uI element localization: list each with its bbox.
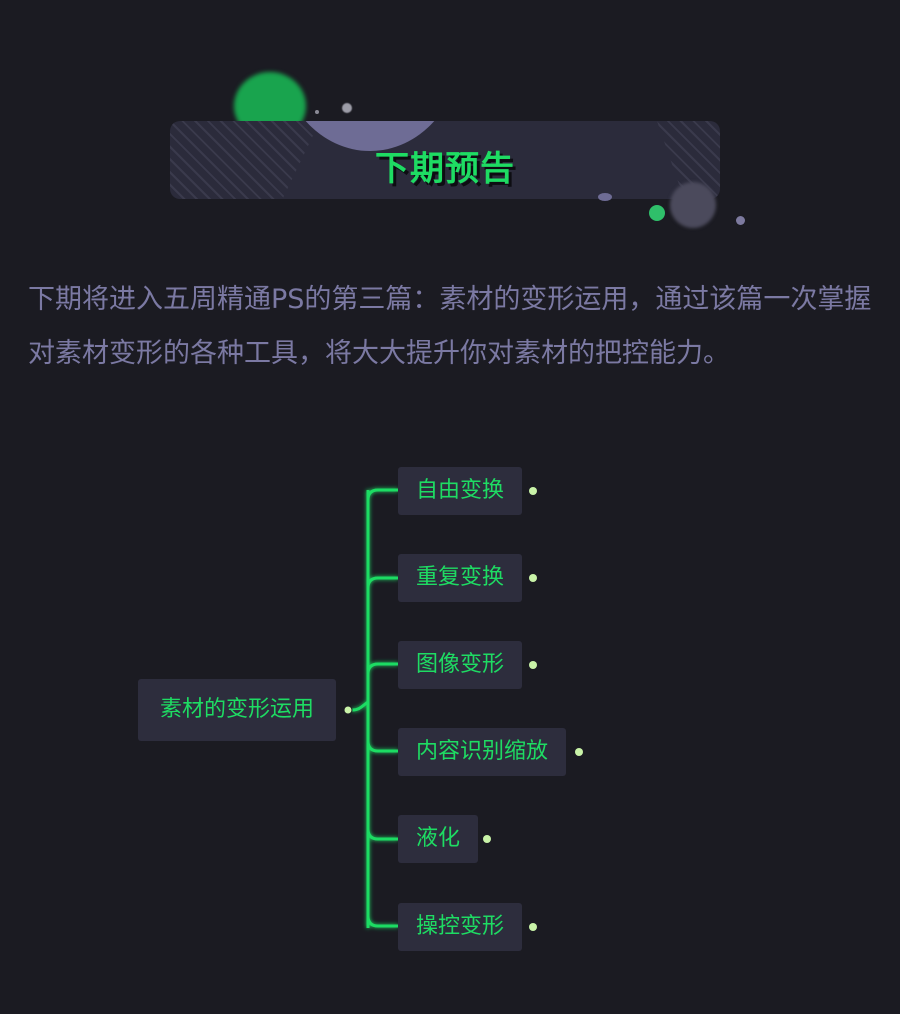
header-banner: 下期预告 — [170, 121, 720, 199]
decorative-gray-circle — [670, 182, 716, 228]
mindmap-node-liquify: 液化 — [398, 815, 478, 863]
decorative-gray-dot — [598, 193, 612, 201]
mindmap-node-image-warp: 图像变形 — [398, 641, 522, 689]
mindmap-root-node: 素材的变形运用 — [138, 679, 336, 741]
decorative-gray-dot — [342, 103, 352, 113]
mindmap-node-puppet-warp: 操控变形 — [398, 903, 522, 951]
decorative-gray-dot — [315, 110, 319, 114]
expand-dot — [575, 748, 583, 756]
expand-dot — [529, 661, 537, 669]
mindmap-node-repeat-transform: 重复变换 — [398, 554, 522, 602]
expand-dot — [529, 574, 537, 582]
decorative-gray-dot — [736, 216, 745, 225]
expand-dot — [529, 487, 537, 495]
decorative-green-dot — [649, 205, 665, 221]
mindmap-node-content-aware-scale: 内容识别缩放 — [398, 728, 566, 776]
mindmap-branch-lines — [352, 490, 398, 928]
mindmap-node-free-transform: 自由变换 — [398, 467, 522, 515]
expand-dot — [344, 706, 352, 714]
intro-paragraph: 下期将进入五周精通PS的第三篇：素材的变形运用，通过该篇一次掌握对素材变形的各种… — [28, 273, 873, 381]
expand-dot — [529, 923, 537, 931]
expand-dot — [483, 835, 491, 843]
banner-title: 下期预告 — [170, 141, 720, 190]
